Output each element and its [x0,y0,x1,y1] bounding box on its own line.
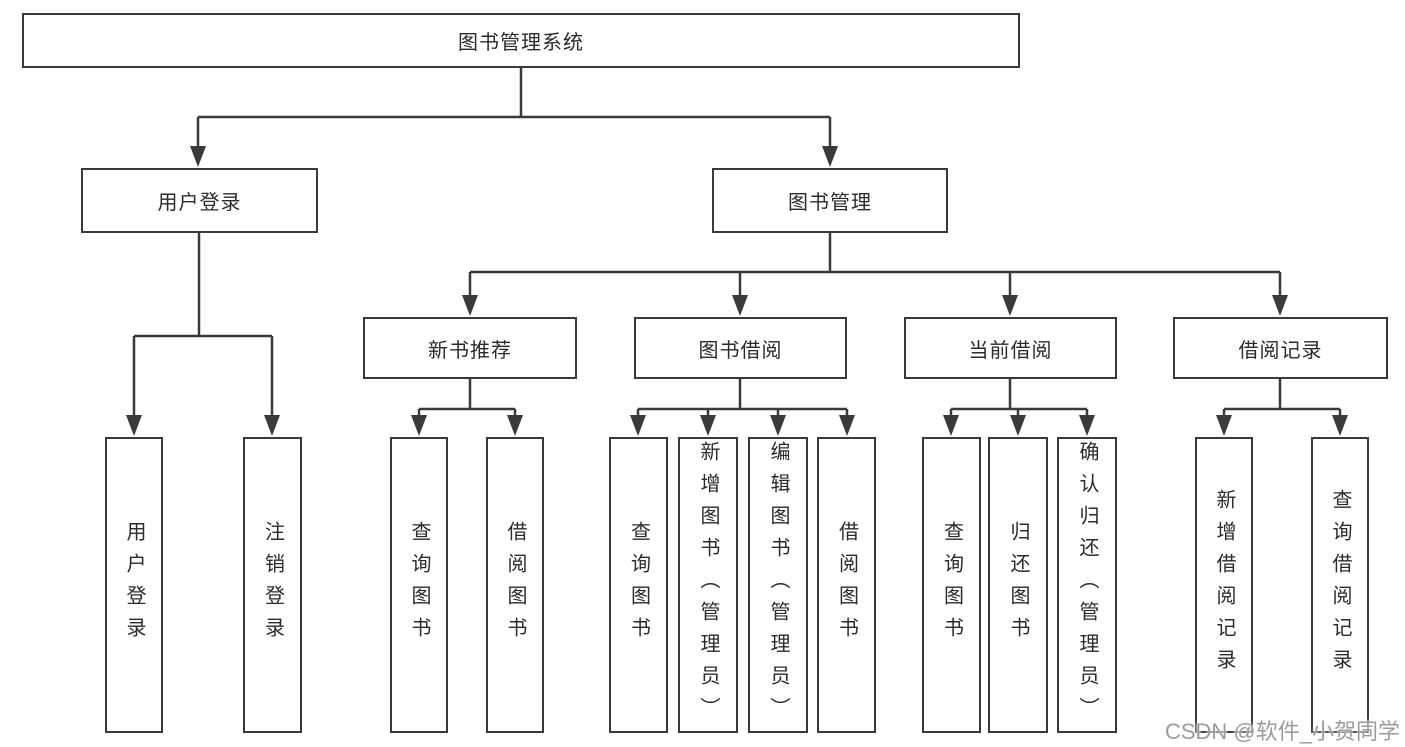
arrowhead-icon [462,295,478,316]
arrowhead-icon [190,146,206,167]
node-book-management: 图书管理 [712,168,948,233]
connector-user-login-children [126,233,280,436]
arrowhead-icon [943,415,959,436]
leaf-query-books-3: 查询图书 [922,437,981,733]
leaf-borrow-books-2: 借阅图书 [817,437,876,733]
node-user-login: 用户登录 [81,168,318,233]
connector-current-borrow-children [943,379,1095,436]
leaf-query-borrow-record: 查询借阅记录 [1311,437,1369,733]
arrowhead-icon [822,146,838,167]
node-label: 图书借阅 [698,339,783,362]
leaf-user-login: 用户登录 [105,437,163,733]
leaf-label: 查询图书 [940,521,963,649]
leaf-label: 查询借阅记录 [1329,489,1351,681]
leaf-add-borrow-record: 新增借阅记录 [1195,437,1253,733]
leaf-confirm-return-admin: 确认归还（管理员） [1057,437,1117,733]
leaf-label: 查询图书 [408,521,430,649]
node-current-borrowing: 当前借阅 [904,317,1117,379]
node-label: 图书管理系统 [458,32,584,54]
arrowhead-icon [770,415,786,436]
leaf-label: 查询图书 [627,521,650,649]
leaf-label: 归还图书 [1007,521,1029,649]
leaf-add-books-admin: 新增图书（管理员） [678,437,738,733]
connector-root-to-level2 [190,68,838,167]
leaf-label: 借阅图书 [504,521,526,649]
node-label: 当前借阅 [968,339,1053,362]
node-new-book-recommend: 新书推荐 [363,317,577,379]
arrowhead-icon [630,415,646,436]
arrowhead-icon [1272,295,1288,316]
arrowhead-icon [1010,415,1026,436]
arrowhead-icon [732,295,748,316]
arrowhead-icon [839,415,855,436]
node-book-borrowing: 图书借阅 [634,317,847,379]
leaf-return-books: 归还图书 [988,437,1048,733]
arrowhead-icon [411,415,427,436]
leaf-label: 编辑图书（管理员） [767,441,789,729]
leaf-query-books-2: 查询图书 [609,437,668,733]
node-borrow-records: 借阅记录 [1173,317,1388,379]
leaf-label: 新增借阅记录 [1213,489,1235,681]
arrowhead-icon [1332,415,1348,436]
leaf-label: 新增图书（管理员） [697,441,719,729]
node-root-system: 图书管理系统 [22,13,1020,68]
arrowhead-icon [507,415,523,436]
leaf-label: 确认归还（管理员） [1076,441,1098,729]
node-label: 新书推荐 [428,339,512,362]
arrowhead-icon [264,415,280,436]
leaf-logout: 注销登录 [243,437,302,733]
arrowhead-icon [1002,295,1018,316]
leaf-label: 注销登录 [261,521,284,649]
arrowhead-icon [1216,415,1232,436]
node-label: 借阅记录 [1238,339,1323,362]
connector-book-mgmt-to-level3 [462,233,1288,316]
connector-book-borrow-children [630,379,855,436]
connector-new-book-children [411,379,523,436]
leaf-label: 用户登录 [123,521,145,649]
arrowhead-icon [700,415,716,436]
arrowhead-icon [126,415,142,436]
node-label: 图书管理 [788,192,872,214]
node-label: 用户登录 [157,192,242,214]
connector-records-children [1216,379,1348,436]
arrowhead-icon [1079,415,1095,436]
leaf-borrow-books-1: 借阅图书 [486,437,544,733]
leaf-query-books-1: 查询图书 [390,437,448,733]
leaf-edit-books-admin: 编辑图书（管理员） [748,437,808,733]
leaf-label: 借阅图书 [835,521,858,649]
csdn-watermark: CSDN @软件_小贺同学 [1164,719,1400,744]
